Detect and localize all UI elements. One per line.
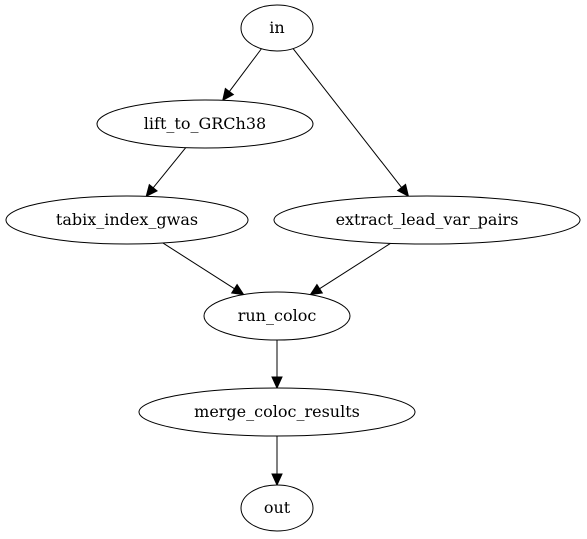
node-layer: in lift_to_GRCh38 tabix_index_gwas extract_… — [5, 4, 581, 532]
edge-line — [228, 48, 262, 92]
edge-merge_coloc_results-to-out — [271, 436, 283, 487]
node-label: merge_coloc_results — [194, 402, 360, 421]
edge-in-to-lift_to_GRCh38 — [222, 48, 262, 102]
edge-extract_lead_var_pairs-to-run_coloc — [309, 242, 391, 296]
node-label: tabix_index_gwas — [56, 210, 198, 229]
arrowhead-icon — [222, 87, 235, 102]
node-label: out — [264, 498, 291, 517]
node-in: in — [240, 4, 314, 52]
node-ellipse — [203, 291, 351, 341]
edge-lift_to_GRCh38-to-tabix_index_gwas — [145, 147, 187, 198]
node-merge_coloc_results: merge_coloc_results — [138, 387, 416, 437]
node-ellipse — [138, 387, 416, 437]
node-lift_to_GRCh38: lift_to_GRCh38 — [96, 99, 314, 149]
node-ellipse — [273, 195, 581, 245]
arrowhead-icon — [271, 473, 283, 487]
node-tabix_index_gwas: tabix_index_gwas — [5, 195, 249, 245]
edge-in-to-extract_lead_var_pairs — [292, 48, 410, 198]
edge-line — [319, 242, 391, 290]
node-label: run_coloc — [238, 306, 317, 325]
edge-line — [292, 48, 403, 188]
node-ellipse — [5, 195, 249, 245]
edge-layer — [145, 48, 410, 487]
arrowhead-icon — [145, 183, 158, 198]
node-out: out — [240, 484, 314, 532]
edge-run_coloc-to-merge_coloc_results — [271, 340, 283, 390]
arrowhead-icon — [309, 283, 324, 296]
node-label: lift_to_GRCh38 — [144, 114, 266, 133]
edge-line — [162, 242, 235, 290]
node-run_coloc: run_coloc — [203, 291, 351, 341]
arrowhead-icon — [396, 183, 410, 198]
edge-line — [152, 147, 187, 189]
arrowhead-icon — [230, 283, 245, 296]
node-ellipse — [96, 99, 314, 149]
node-ellipse — [240, 4, 314, 52]
edge-tabix_index_gwas-to-run_coloc — [162, 242, 245, 296]
arrowhead-icon — [271, 376, 283, 390]
node-extract_lead_var_pairs: extract_lead_var_pairs — [273, 195, 581, 245]
node-ellipse — [240, 484, 314, 532]
node-label: extract_lead_var_pairs — [336, 210, 519, 229]
node-label: in — [269, 18, 284, 37]
